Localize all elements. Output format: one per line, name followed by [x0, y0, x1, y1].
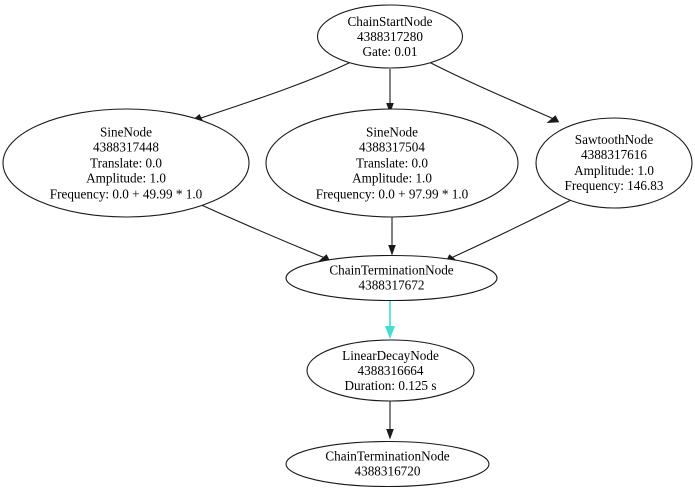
- node-sawtooth-node[interactable]: [535, 117, 693, 209]
- edge-linear-decay-to-chain-termination: [386, 401, 394, 440]
- edge-chain-termination-to-linear-decay: [385, 301, 395, 339]
- edge-chain-start-to-sine-left: [190, 60, 354, 122]
- edge-sine-left-to-chain-termination: [187, 198, 331, 262]
- node-sine-node-left[interactable]: [2, 108, 250, 218]
- node-chain-termination-node-upper[interactable]: [285, 254, 498, 302]
- node-sine-node-middle[interactable]: [265, 108, 519, 218]
- node-chain-start-node[interactable]: [316, 4, 464, 69]
- edge-chain-start-to-sawtooth: [428, 61, 560, 123]
- edge-chain-start-to-sine-middle: [386, 69, 394, 114]
- node-linear-decay-node[interactable]: [306, 339, 475, 402]
- node-chain-termination-node-lower[interactable]: [285, 440, 490, 488]
